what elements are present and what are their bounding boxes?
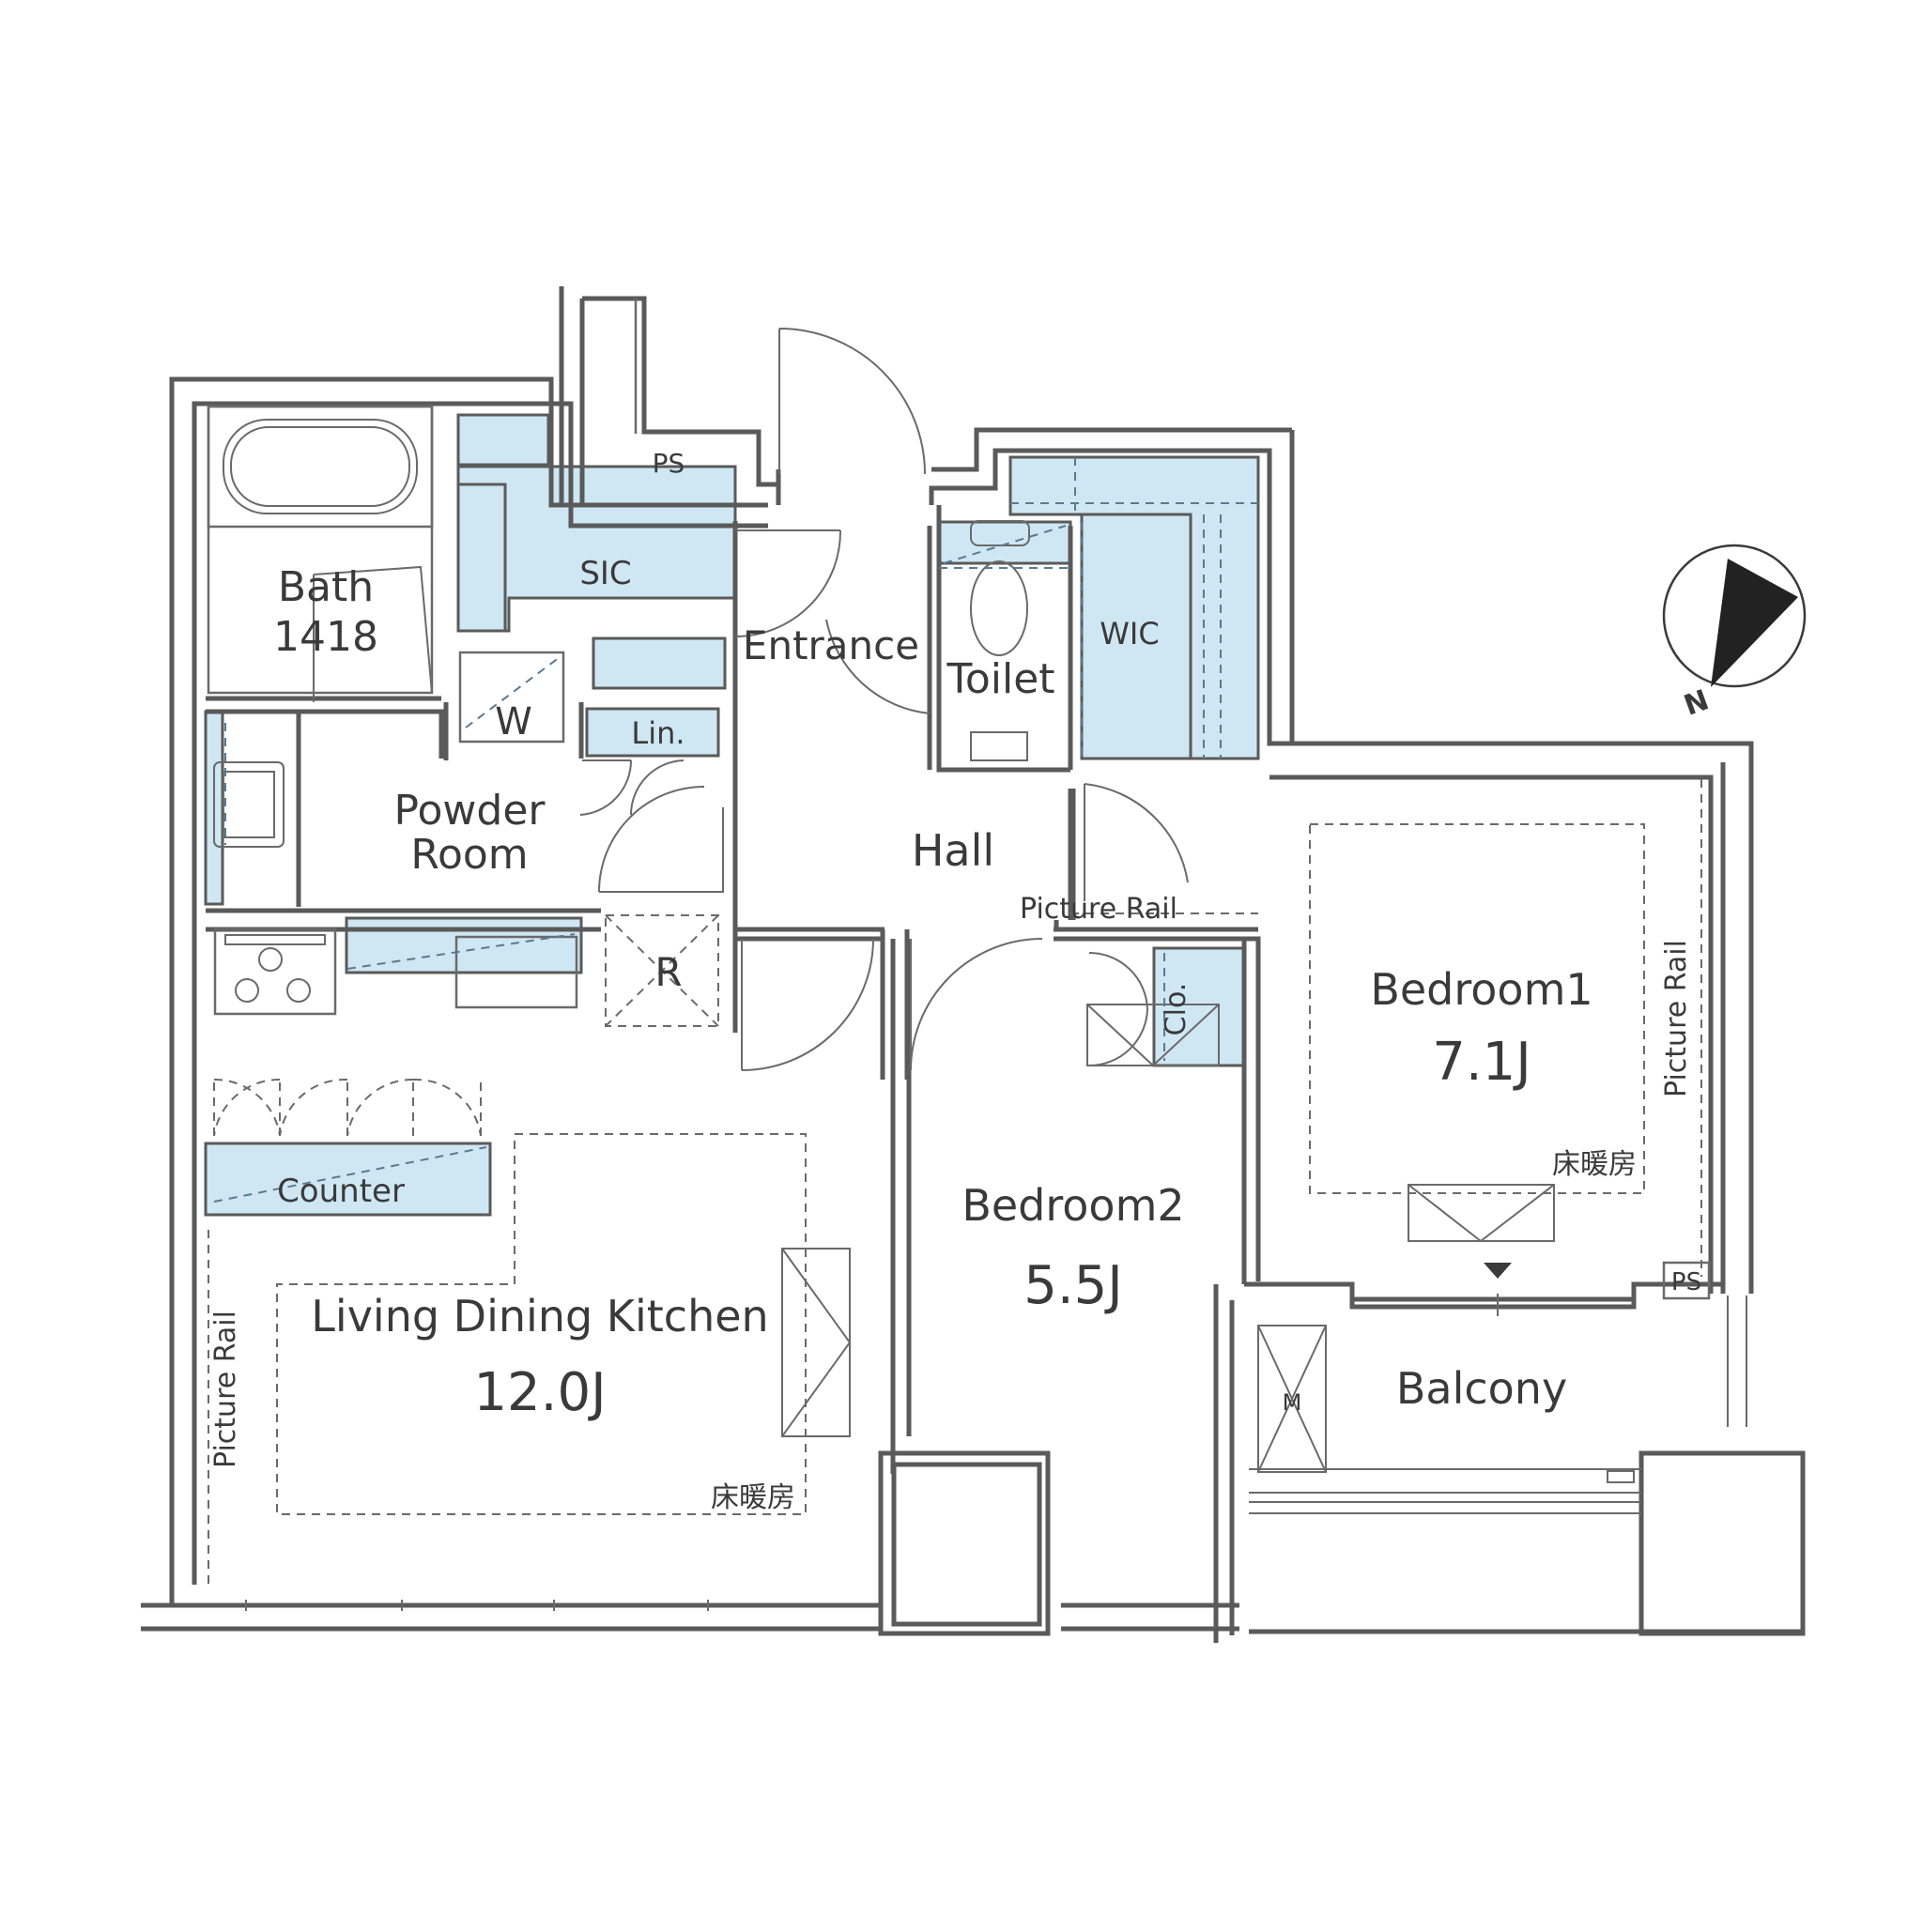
picture-rail-bedroom1-label: Picture Rail (1660, 940, 1693, 1097)
bath-label: Bath (278, 563, 374, 611)
ldk-label: Living Dining Kitchen (311, 1291, 768, 1342)
compass-north-label: N (1680, 683, 1714, 722)
refrigerator-label: R (654, 949, 682, 995)
storage-fills (204, 413, 1260, 1217)
linen-label: Lin. (631, 715, 685, 751)
hall-label: Hall (912, 825, 994, 876)
floor-heating-ldk-label: 床暖房 (711, 1481, 795, 1514)
bedroom1-size-label: 7.1J (1432, 1032, 1531, 1093)
ps-balcony-label: PS (1671, 1268, 1701, 1296)
ps-top-label: PS (653, 448, 685, 479)
balcony-label: Balcony (1396, 1363, 1567, 1414)
closet-label: Clo. (1160, 983, 1192, 1036)
powder-room-label-1: Powder (394, 787, 546, 835)
meter-label: M (1283, 1389, 1302, 1416)
toilet-label: Toilet (946, 655, 1054, 703)
fixtures (207, 405, 1711, 1611)
room-labels: Bath 1418 PS SIC Entrance Toilet WIC W L… (209, 448, 1714, 1514)
counter-label: Counter (277, 1173, 405, 1210)
ldk-size-label: 12.0J (473, 1362, 606, 1423)
floor-heating-bedroom1-label: 床暖房 (1552, 1148, 1637, 1181)
bedroom2-size-label: 5.5J (1023, 1255, 1123, 1316)
picture-rail-ldk-label: Picture Rail (209, 1311, 242, 1468)
washer-label: W (495, 700, 532, 744)
bedroom2-label: Bedroom2 (962, 1180, 1184, 1231)
entrance-label: Entrance (743, 622, 919, 668)
wic-label: WIC (1100, 616, 1159, 652)
picture-rail-hall-label: Picture Rail (1020, 893, 1177, 926)
powder-room-label-2: Room (410, 831, 528, 879)
north-arrow-icon (1662, 544, 1807, 688)
doors (579, 328, 1189, 1071)
bedroom1-label: Bedroom1 (1370, 964, 1592, 1015)
bath-size-label: 1418 (273, 613, 378, 661)
sic-label: SIC (579, 555, 631, 592)
